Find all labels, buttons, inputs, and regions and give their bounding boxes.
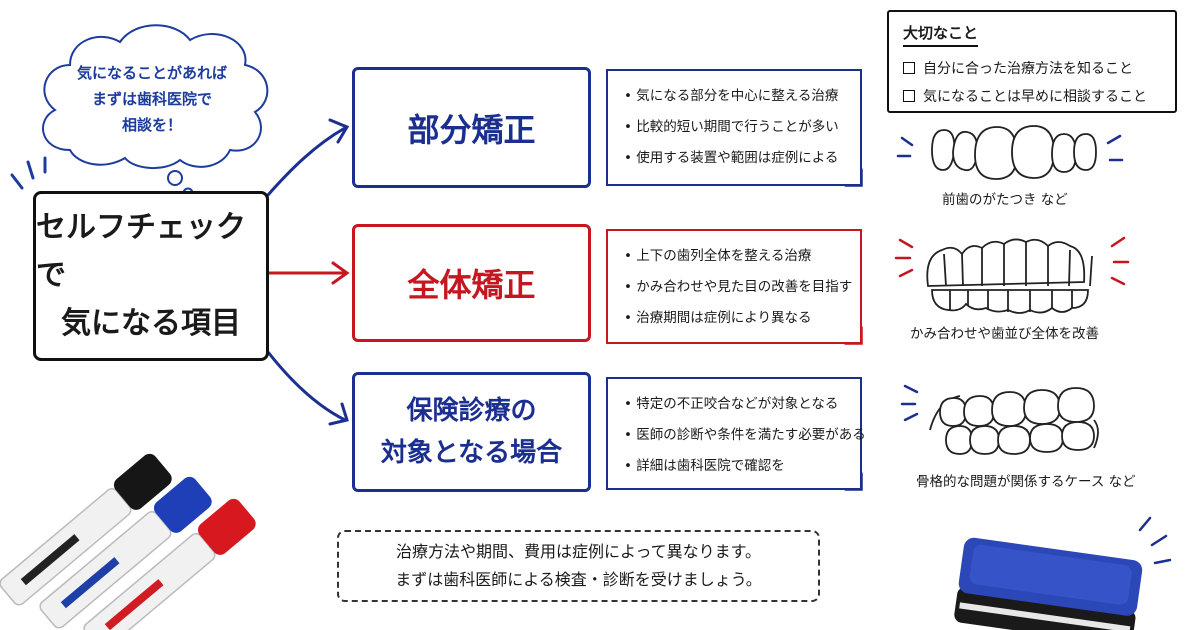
bubble-line: 相談を！ [121,116,182,134]
category-title: 全体矯正 [407,266,536,304]
bubble-line: 気になることがあれば [76,64,227,82]
category-insurance-coverage: 保険診療の 対象となる場合 [352,372,591,492]
emphasis-ticks-icon [10,156,47,190]
category-full-orthodontics: 全体矯正 [352,224,591,342]
arrow-to-full-icon [264,261,350,285]
note-bullet: 上下の歯列全体を整える治療 [624,241,860,272]
insurance-notes: 特定の不正咬合などが対象となる 医師の診断や条件を満たす必要がある 詳細は歯科医… [606,377,866,490]
note-bullet: 気になる部分を中心に整える治療 [624,81,860,112]
self-check-box: セルフチェックで 気になる項目 [33,191,269,361]
category-title: 部分矯正 [407,110,536,149]
note-bullet: 特定の不正咬合などが対象となる [624,389,860,420]
bottom-note-line: まずは歯科医師による検査・診断を受けましょう。 [395,570,762,589]
teeth-side-icon [929,387,1099,455]
important-title: 大切なこと [903,22,979,47]
thought-cloud-icon [42,24,269,199]
note-bullet: 詳細は歯科医院で確認を [624,451,860,482]
full-notes: 上下の歯列全体を整える治療 かみ合わせや見た目の改善を目指す 治療期間は症例によ… [606,229,862,344]
bottom-note-line: 治療方法や期間、費用は症例によって異なります。 [395,542,762,561]
partial-notes: 気になる部分を中心に整える治療 比較的短い期間で行うことが多い 使用する装置や範… [606,69,862,186]
self-check-line: セルフチェックで [36,210,246,293]
important-item-text: 自分に合った治療方法を知ること [923,61,1133,77]
self-check-line: 気になる項目 [61,306,241,341]
category-partial-orthodontics: 部分矯正 [352,67,591,188]
teeth-caption: 前歯のがたつき など [942,192,1068,208]
marker-black-icon [0,453,172,606]
bubble-text: 気になることがあれば まずは歯科医院で 相談を！ [62,60,242,138]
bubble-line: まずは歯科医院で [91,90,212,108]
important-item-text: 気になることは早めに相談すること [923,89,1147,105]
teeth-caption: かみ合わせや歯並び全体を改善 [910,326,1099,342]
arrow-to-partial-icon [266,118,350,197]
category-title: 対象となる場合 [380,438,563,468]
bottom-note: 治療方法や期間、費用は症例によって異なります。 まずは歯科医師による検査・診断を… [337,530,820,602]
note-bullet: 使用する装置や範囲は症例による [624,143,860,174]
arrow-to-insurance-icon [266,350,349,426]
important-item: 自分に合った治療方法を知ること [903,55,1175,83]
teeth-full-icon [926,238,1093,314]
note-bullet: 医師の診断や条件を満たす必要がある [624,420,866,451]
note-bullet: 比較的短い期間で行うことが多い [624,112,860,143]
eraser-icon [954,537,1143,630]
teeth-front-icon [931,125,1097,180]
marker-blue-icon [39,476,212,629]
note-bullet: かみ合わせや見た目の改善を目指す [624,272,860,303]
checkbox-icon [903,90,915,102]
marker-red-icon [83,498,256,630]
checkbox-icon [903,62,915,74]
note-bullet: 治療期間は症例により異なる [624,303,860,334]
category-title: 保険診療の [406,396,537,426]
important-box: 大切なこと 自分に合った治療方法を知ること 気になることは早めに相談すること [887,10,1177,113]
teeth-caption: 骨格的な問題が関係するケース など [916,474,1136,490]
important-item: 気になることは早めに相談すること [903,83,1175,111]
